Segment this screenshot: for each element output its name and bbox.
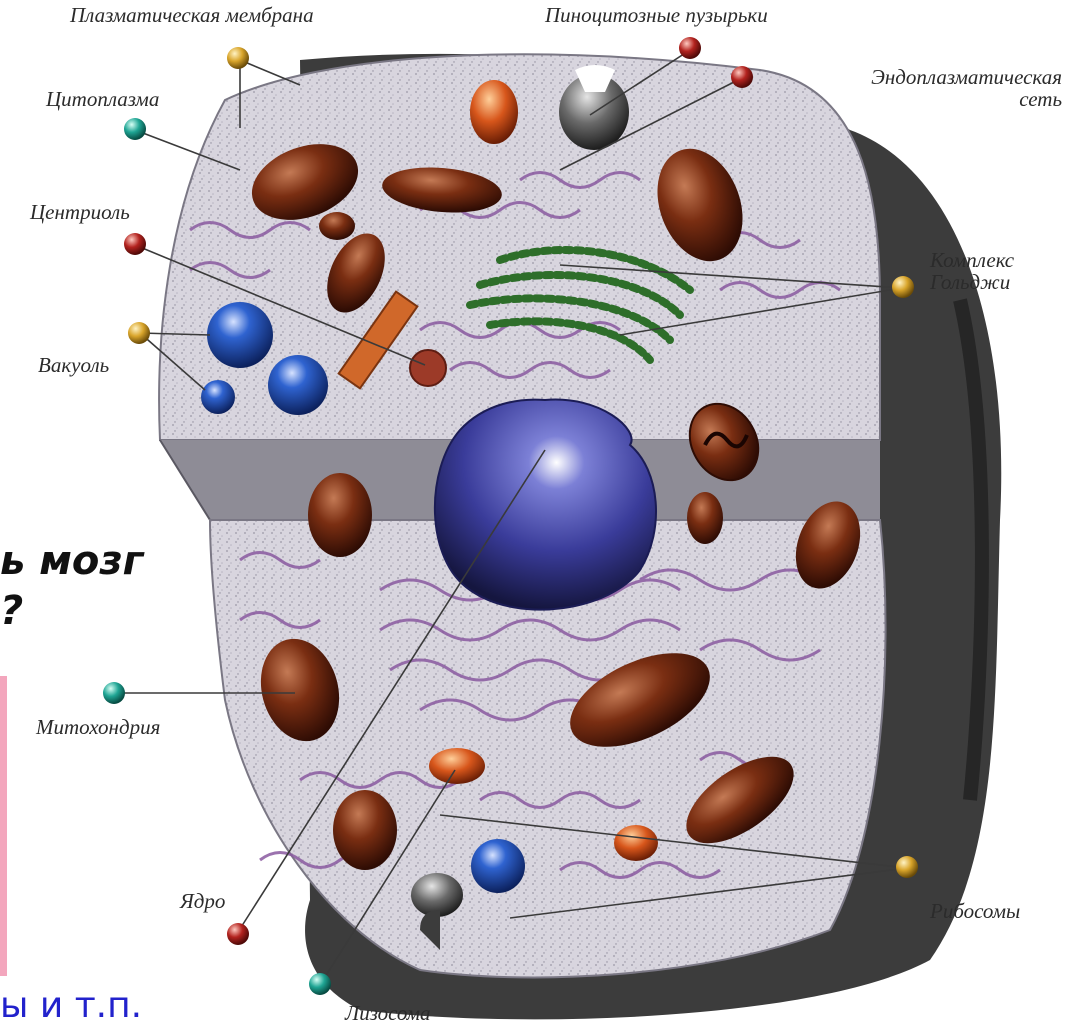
- slide-text-question: ?: [0, 588, 23, 634]
- pin-vacuole: [128, 322, 150, 344]
- label-er-line2: сеть: [871, 88, 1062, 110]
- nucleus: [435, 400, 656, 610]
- label-lysosome: Лизосома: [345, 1002, 431, 1024]
- pin-centriole: [124, 233, 146, 255]
- label-er-line1: Эндоплазматическая: [871, 66, 1062, 88]
- label-vacuole: Вакуоль: [38, 354, 109, 376]
- label-er: Эндоплазматическая сеть: [871, 66, 1062, 110]
- slide-text-etc: ы и т.п.: [0, 985, 142, 1026]
- label-pinocytosis: Пиноцитозные пузырьки: [545, 4, 768, 26]
- label-plasma-membrane: Плазматическая мембрана: [70, 4, 314, 26]
- label-nucleus: Ядро: [180, 890, 225, 912]
- pin-cytoplasm: [124, 118, 146, 140]
- pin-lysosome: [309, 973, 331, 995]
- label-golgi-line2: Гольджи: [930, 271, 1014, 293]
- pin-pinocytosis: [679, 37, 701, 59]
- label-mitochondria: Митохондрия: [36, 716, 160, 738]
- label-cytoplasm: Цитоплазма: [46, 88, 159, 110]
- pin-ribosomes: [896, 856, 918, 878]
- pin-er: [731, 66, 753, 88]
- label-centriole: Центриоль: [30, 201, 130, 223]
- label-golgi-line1: Комплекс: [930, 249, 1014, 271]
- slide-text-brain: ь мозг: [0, 538, 144, 584]
- pin-nucleus: [227, 923, 249, 945]
- pin-plasma-membrane: [227, 47, 249, 69]
- pin-mitochondria: [103, 682, 125, 704]
- slide-accent-bar: [0, 676, 7, 976]
- label-golgi: Комплекс Гольджи: [930, 249, 1014, 293]
- pin-golgi: [892, 276, 914, 298]
- label-ribosomes: Рибосомы: [930, 900, 1020, 922]
